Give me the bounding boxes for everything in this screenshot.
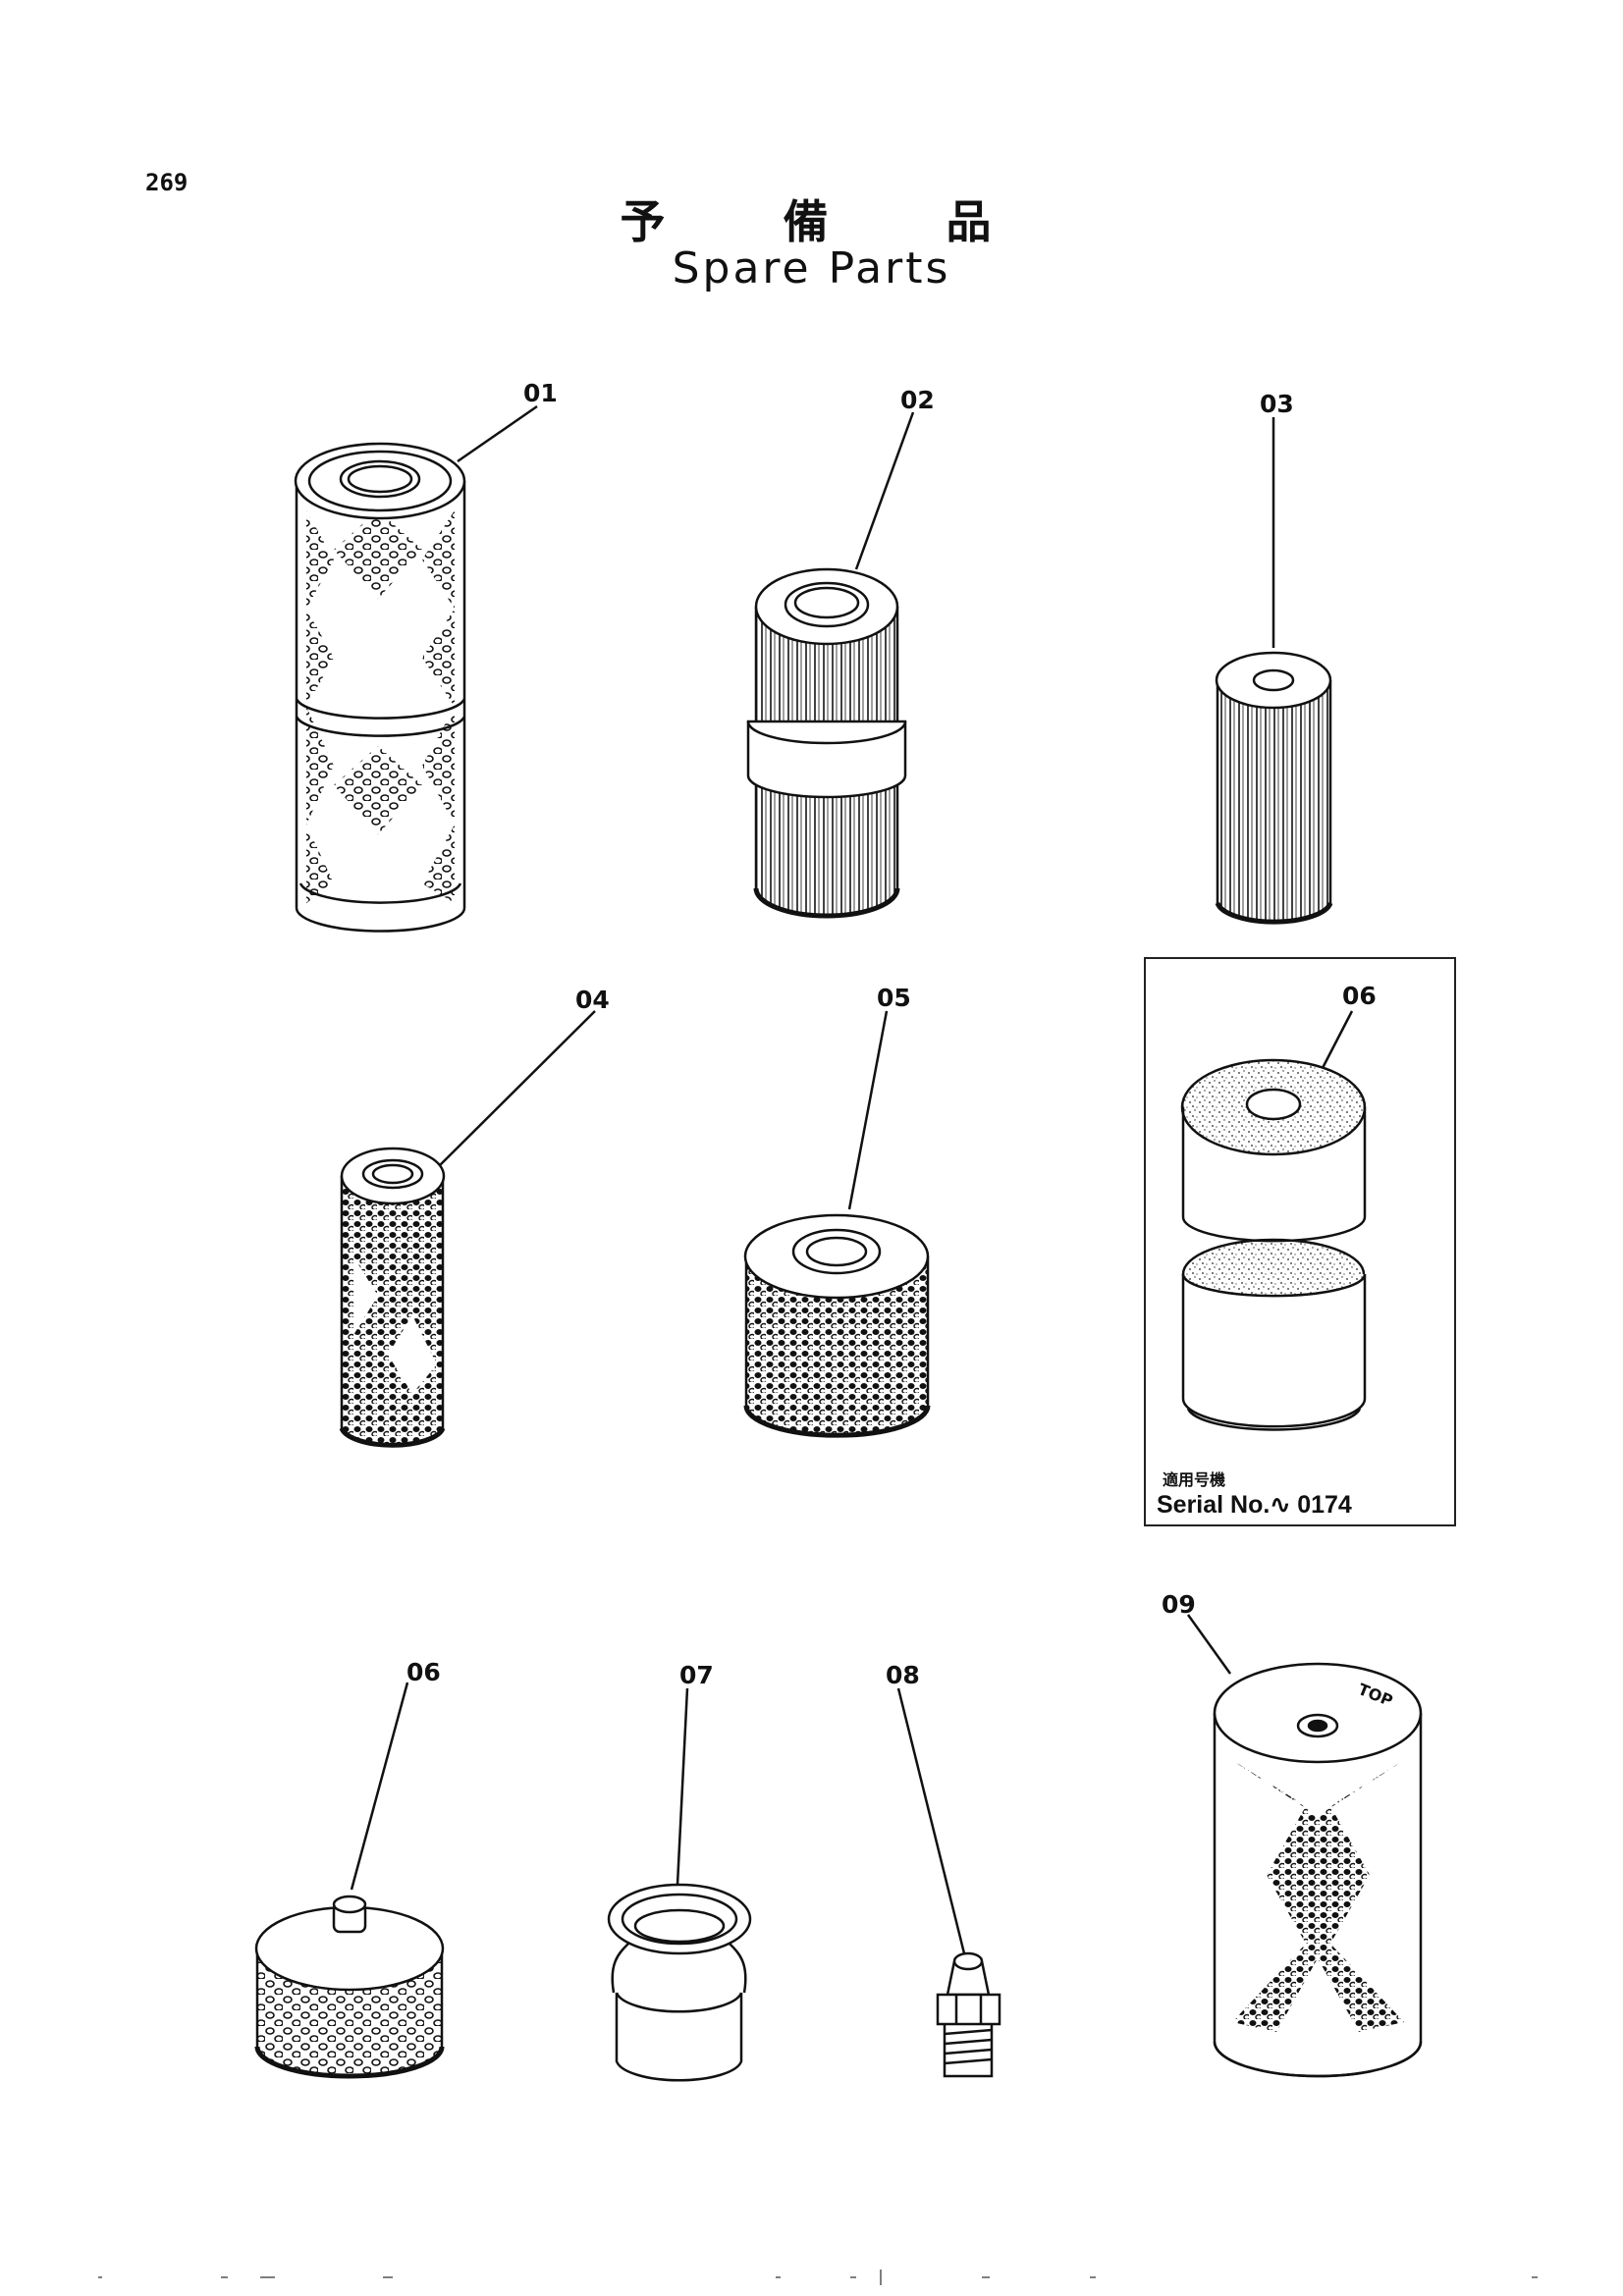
part-01-filter-element xyxy=(294,404,538,933)
part-09-filter-element xyxy=(1186,1614,1423,2078)
serial-number-range: Serial No.∿ 0174 xyxy=(1157,1491,1352,1519)
part-07-cap xyxy=(607,1687,752,2082)
callout-08: 08 xyxy=(886,1661,920,1689)
callout-06-boxed: 06 xyxy=(1342,982,1377,1010)
part-03-pleated-filter xyxy=(1215,417,1333,925)
part-06-boxed-element xyxy=(1180,1010,1367,1431)
callout-06: 06 xyxy=(406,1658,441,1686)
callout-03: 03 xyxy=(1260,390,1294,418)
title-japanese: 予 備 品 xyxy=(620,195,1043,248)
callout-02: 02 xyxy=(900,386,935,414)
title-english: Spare Parts xyxy=(672,243,951,294)
callout-05: 05 xyxy=(877,984,911,1012)
page-number: 269 xyxy=(145,169,189,196)
callout-01: 01 xyxy=(523,379,558,407)
serial-applicability-box xyxy=(1144,957,1456,1526)
scan-edge-marks xyxy=(98,2269,1538,2285)
callout-09: 09 xyxy=(1162,1590,1196,1619)
part-06-drum-with-nipple xyxy=(254,1682,445,2079)
part-05-perforated-drum xyxy=(743,1010,931,1438)
callout-07: 07 xyxy=(679,1661,714,1689)
callout-04: 04 xyxy=(575,986,610,1014)
part-02-pleated-filter xyxy=(746,411,915,919)
serial-caption: 適用号機 xyxy=(1163,1470,1226,1489)
part-08-grease-nipple xyxy=(896,1687,1001,2078)
part-04-perforated-filter xyxy=(339,1010,596,1448)
